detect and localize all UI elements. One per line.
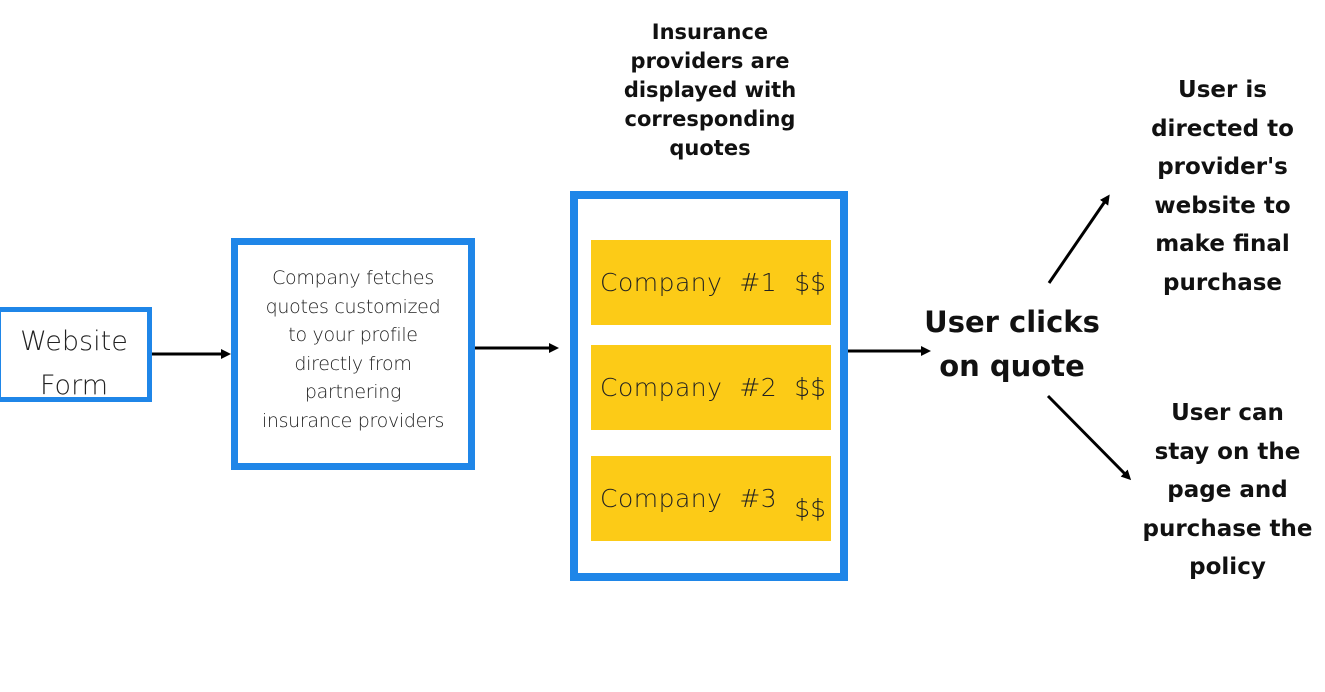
- company-name: Company #1: [600, 268, 778, 297]
- website-form-label: Website Form: [20, 326, 128, 401]
- company-card-2: Company #2 $$: [591, 345, 831, 430]
- company-card-1: Company #1 $$: [591, 240, 831, 325]
- website-form-box: Website Form: [0, 307, 152, 402]
- fetch-quotes-label: Company fetches quotes customized to you…: [261, 267, 445, 432]
- user-clicks-label: User clicks on quote: [924, 305, 1100, 383]
- company-name: Company #2: [600, 373, 778, 402]
- directed-outcome-label: User is directed to provider's website t…: [1151, 77, 1294, 296]
- company-price: $$: [794, 373, 826, 402]
- fetch-quotes-box: Company fetches quotes customized to you…: [231, 238, 475, 470]
- company-price: $$: [794, 494, 826, 523]
- providers-caption: Insurance providers are displayed with c…: [623, 20, 797, 160]
- stay-outcome-label: User can stay on the page and purchase t…: [1142, 400, 1313, 580]
- providers-box: Company #1 $$ Company #2 $$ Company #3 $…: [570, 191, 848, 581]
- company-name: Company #3: [600, 484, 778, 513]
- company-card-3: Company #3 $$: [591, 456, 831, 541]
- arrow-click-to-stay: [1046, 394, 1132, 481]
- arrow-click-to-directed: [1047, 194, 1110, 284]
- company-price: $$: [794, 268, 826, 297]
